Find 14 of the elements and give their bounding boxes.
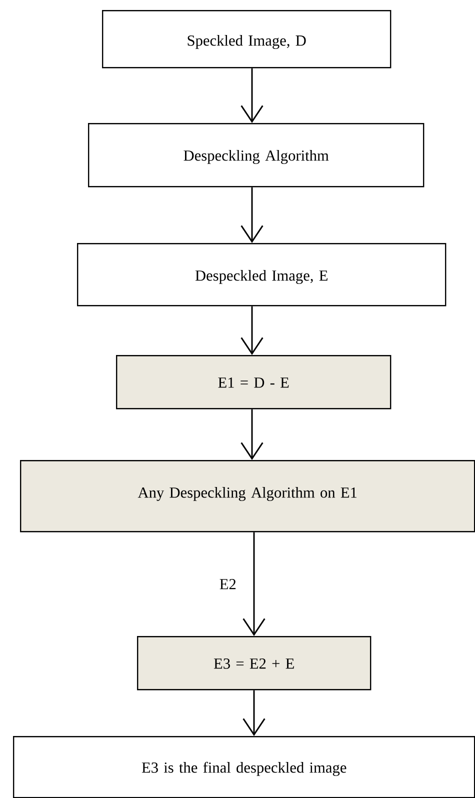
arrow: [240, 187, 264, 243]
arrow: [240, 409, 264, 460]
process-box: E1 = D - E: [116, 355, 392, 410]
process-box: Any Despeckling Algorithm on E1: [20, 460, 475, 532]
process-box: E3 = E2 + E: [137, 636, 372, 690]
process-box: Despeckled Image, E: [77, 243, 446, 306]
arrow: [240, 68, 264, 123]
arrow: [242, 532, 266, 636]
arrow: [242, 690, 266, 736]
arrow: [240, 306, 264, 355]
process-box: Despeckling Algorithm: [88, 123, 424, 188]
process-box: E3 is the final despeckled image: [13, 736, 475, 798]
edge-label: E2: [220, 579, 236, 590]
process-box: Speckled Image, D: [102, 10, 392, 68]
